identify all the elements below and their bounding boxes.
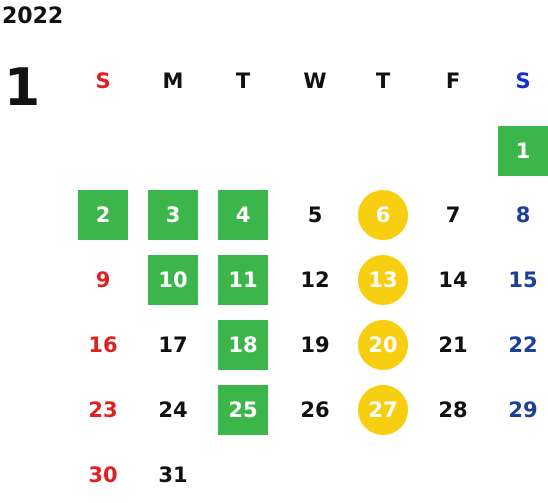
day-cell-4[interactable]: 4 [218,190,268,240]
weekday-header-saturday: S [515,69,531,93]
day-cell-29[interactable]: 29 [508,398,538,422]
day-cell-31[interactable]: 31 [158,463,188,487]
weekday-header-friday: F [445,69,461,93]
day-cell-30[interactable]: 30 [88,463,118,487]
day-cell-3[interactable]: 3 [148,190,198,240]
day-cell-8[interactable]: 8 [515,203,531,227]
day-cell-28[interactable]: 28 [438,398,468,422]
day-cell-26[interactable]: 26 [300,398,330,422]
day-cell-27[interactable]: 27 [358,385,408,435]
day-cell-23[interactable]: 23 [88,398,118,422]
day-cell-19[interactable]: 19 [300,333,330,357]
day-cell-7[interactable]: 7 [445,203,461,227]
weekday-header-wednesday: W [303,69,327,93]
day-cell-16[interactable]: 16 [88,333,118,357]
day-cell-20[interactable]: 20 [358,320,408,370]
day-cell-17[interactable]: 17 [158,333,188,357]
day-cell-2[interactable]: 2 [78,190,128,240]
day-cell-25[interactable]: 25 [218,385,268,435]
day-cell-15[interactable]: 15 [508,268,538,292]
weekday-header-tuesday: T [235,69,251,93]
day-cell-5[interactable]: 5 [307,203,323,227]
weekday-header-thursday: T [375,69,391,93]
weekday-header-sunday: S [95,69,111,93]
day-cell-21[interactable]: 21 [438,333,468,357]
day-cell-11[interactable]: 11 [218,255,268,305]
weekday-header-monday: M [162,69,184,93]
day-cell-14[interactable]: 14 [438,268,468,292]
day-cell-1[interactable]: 1 [498,126,548,176]
day-cell-10[interactable]: 10 [148,255,198,305]
day-cell-6[interactable]: 6 [358,190,408,240]
day-cell-9[interactable]: 9 [95,268,111,292]
day-cell-18[interactable]: 18 [218,320,268,370]
day-cell-12[interactable]: 12 [300,268,330,292]
month-number: 1 [4,58,41,118]
day-cell-24[interactable]: 24 [158,398,188,422]
year-label: 2022 [2,4,64,29]
day-cell-13[interactable]: 13 [358,255,408,305]
day-cell-22[interactable]: 22 [508,333,538,357]
